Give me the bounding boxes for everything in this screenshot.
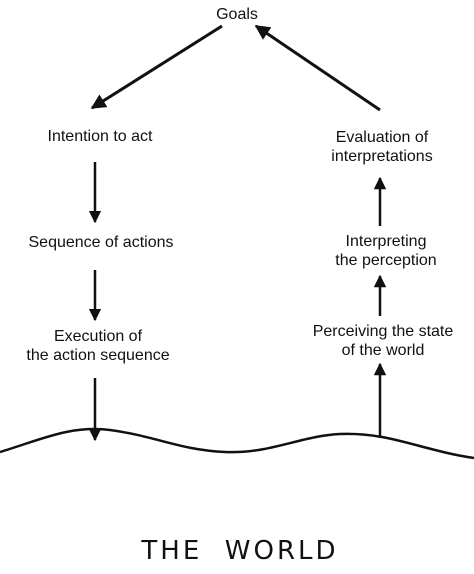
execution-label-line1: Execution of (53, 328, 143, 345)
execution-label-line2: the action sequence (26, 347, 170, 364)
evaluation-label-line1: Evaluation of (335, 129, 429, 146)
perceiving-label-line1: Perceiving the state (312, 323, 454, 340)
world-label: THE WORLD (141, 536, 339, 566)
evaluation-label: Evaluation of interpretations (312, 128, 452, 166)
perceiving-label: Perceiving the state of the world (292, 322, 474, 360)
execution-label: Execution of the action sequence (5, 327, 191, 365)
world-surface-wave (0, 427, 474, 460)
sequence-label: Sequence of actions (28, 234, 174, 251)
arrow-evaluation-to-goals (254, 24, 381, 112)
intention-label: Intention to act (47, 128, 153, 145)
interpreting-label: Interpreting the perception (316, 232, 456, 270)
perceiving-label-line2: of the world (341, 342, 425, 359)
interpreting-label-line2: the perception (335, 252, 437, 269)
arrow-goals-to-intention (90, 24, 223, 110)
evaluation-label-line2: interpretations (331, 148, 433, 165)
goals-label: Goals (216, 6, 258, 23)
interpreting-label-line1: Interpreting (345, 233, 427, 250)
